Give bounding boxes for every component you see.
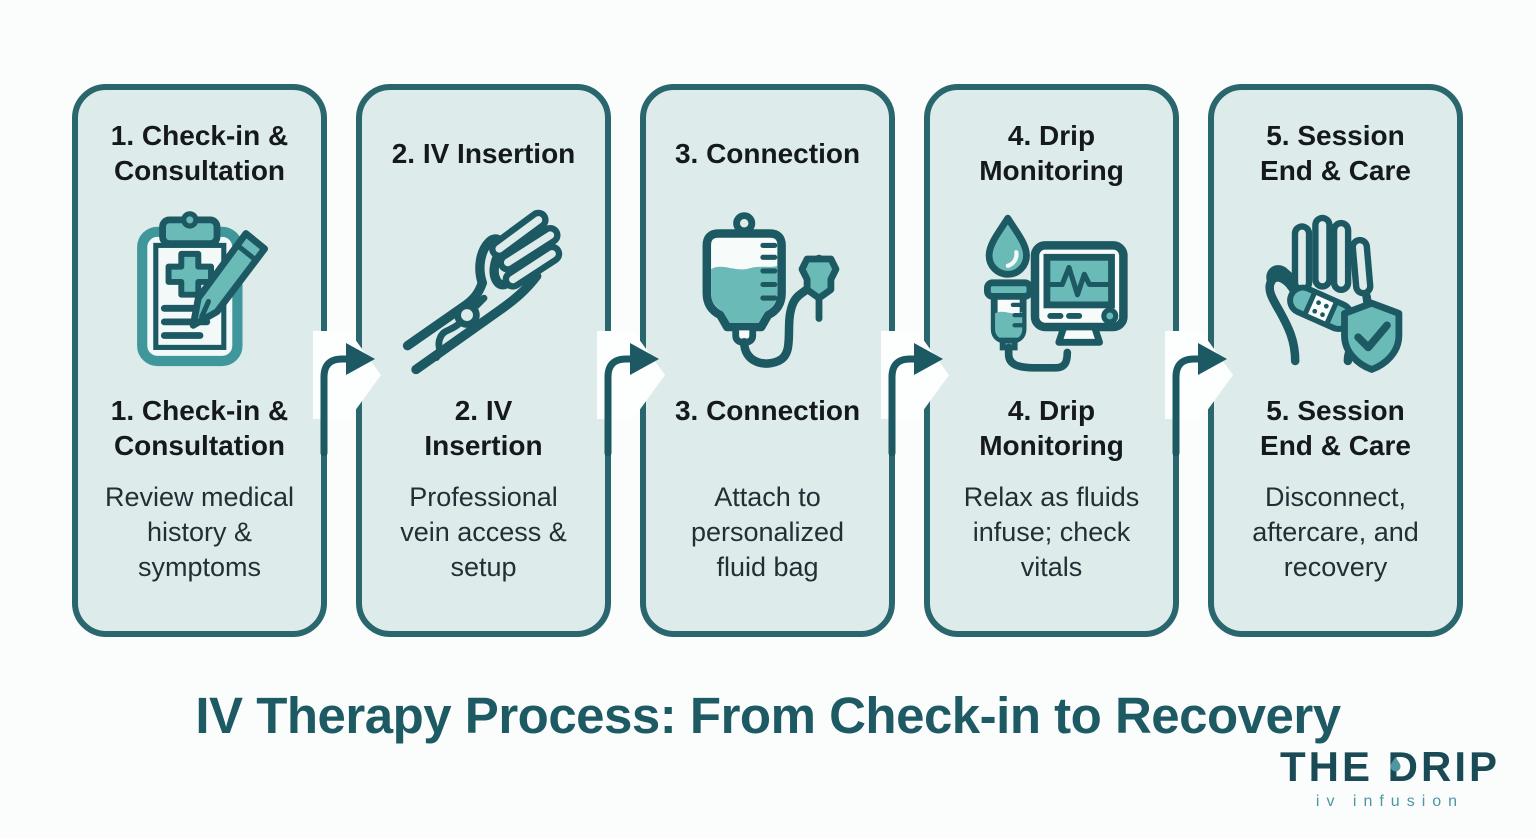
step-header: 4. Drip Monitoring [979,120,1124,186]
droplet-icon [1390,757,1401,772]
process-step-card: 2. IV Insertion 2. IV Insertion Professi… [356,84,611,637]
step-description: Disconnect, aftercare, and recovery [1252,482,1419,583]
process-step-card: 4. Drip Monitoring 4. Drip Monitoring Re… [924,84,1179,637]
cards-row: 1. Check-in & Consultation 1. Check-in &… [72,84,1463,637]
clipboard-pen-icon [115,204,285,382]
brand-name-rip: RIP [1420,743,1500,790]
step-header: 3. Connection [674,137,861,169]
step-description: Attach to personalized fluid bag [690,482,845,583]
step-header: 2. IV Insertion [391,137,576,169]
step-title: 1. Check-in & Consultation [110,395,289,461]
brand-name-the: THE [1279,743,1388,790]
step-title: 4. Drip Monitoring [979,395,1124,461]
step-description: Relax as fluids infuse; check vitals [963,482,1140,583]
step-title: 5. Session End & Care [1260,395,1411,461]
page-title: IV Therapy Process: From Check-in to Rec… [195,687,1341,744]
flow-arrow-3 [859,295,959,465]
step-title: 3. Connection [674,395,861,426]
process-step-card: 1. Check-in & Consultation 1. Check-in &… [72,84,327,637]
step-header: 5. Session End & Care [1260,120,1411,186]
iv-fluid-bag-icon [683,204,853,382]
process-step-card: 5. Session End & Care 5. Session End & C… [1208,84,1463,637]
step-title: 2. IV Insertion [424,395,543,461]
step-description: Review medical history & symptoms [104,482,295,583]
flow-arrow-1 [291,295,391,465]
step-description: Professional vein access & setup [400,482,567,583]
arm-iv-insertion-icon [399,204,569,382]
brand-letter-d: D [1387,743,1421,790]
flow-arrow-2 [575,295,675,465]
step-header: 1. Check-in & Consultation [110,120,289,186]
brand-tagline: iv infusion [1315,793,1465,811]
process-step-card: 3. Connection 3. Connection Attach to pe… [640,84,895,637]
hand-bandage-shield-icon [1251,204,1421,382]
flow-arrow-4 [1143,295,1243,465]
drip-monitor-icon [967,204,1137,382]
